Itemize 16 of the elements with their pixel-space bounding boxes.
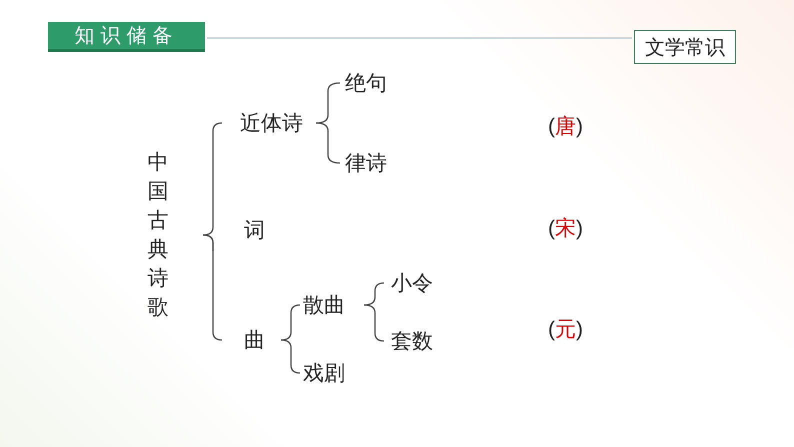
term-text: 散曲 [300,290,366,320]
dynasty-label: (唐) [548,114,583,140]
term-text: 律诗 [340,148,395,178]
category-text: 中国古典诗歌 [144,148,205,322]
term-text: 绝句 [340,68,395,98]
brace-line [364,282,384,306]
topic-box: 文学常识 [634,30,736,64]
section-banner: 知识储备 [48,22,205,52]
term-text: 戏剧 [300,358,359,388]
term-text: 小令 [384,268,441,298]
dynasty-label: (宋) [548,216,583,242]
term-text: 曲 [222,325,283,355]
term-text: 词 [213,205,274,255]
term-text: 近体诗 [222,108,318,138]
term-text: 套数 [384,326,441,356]
dynasty-label: (元) [548,317,583,343]
